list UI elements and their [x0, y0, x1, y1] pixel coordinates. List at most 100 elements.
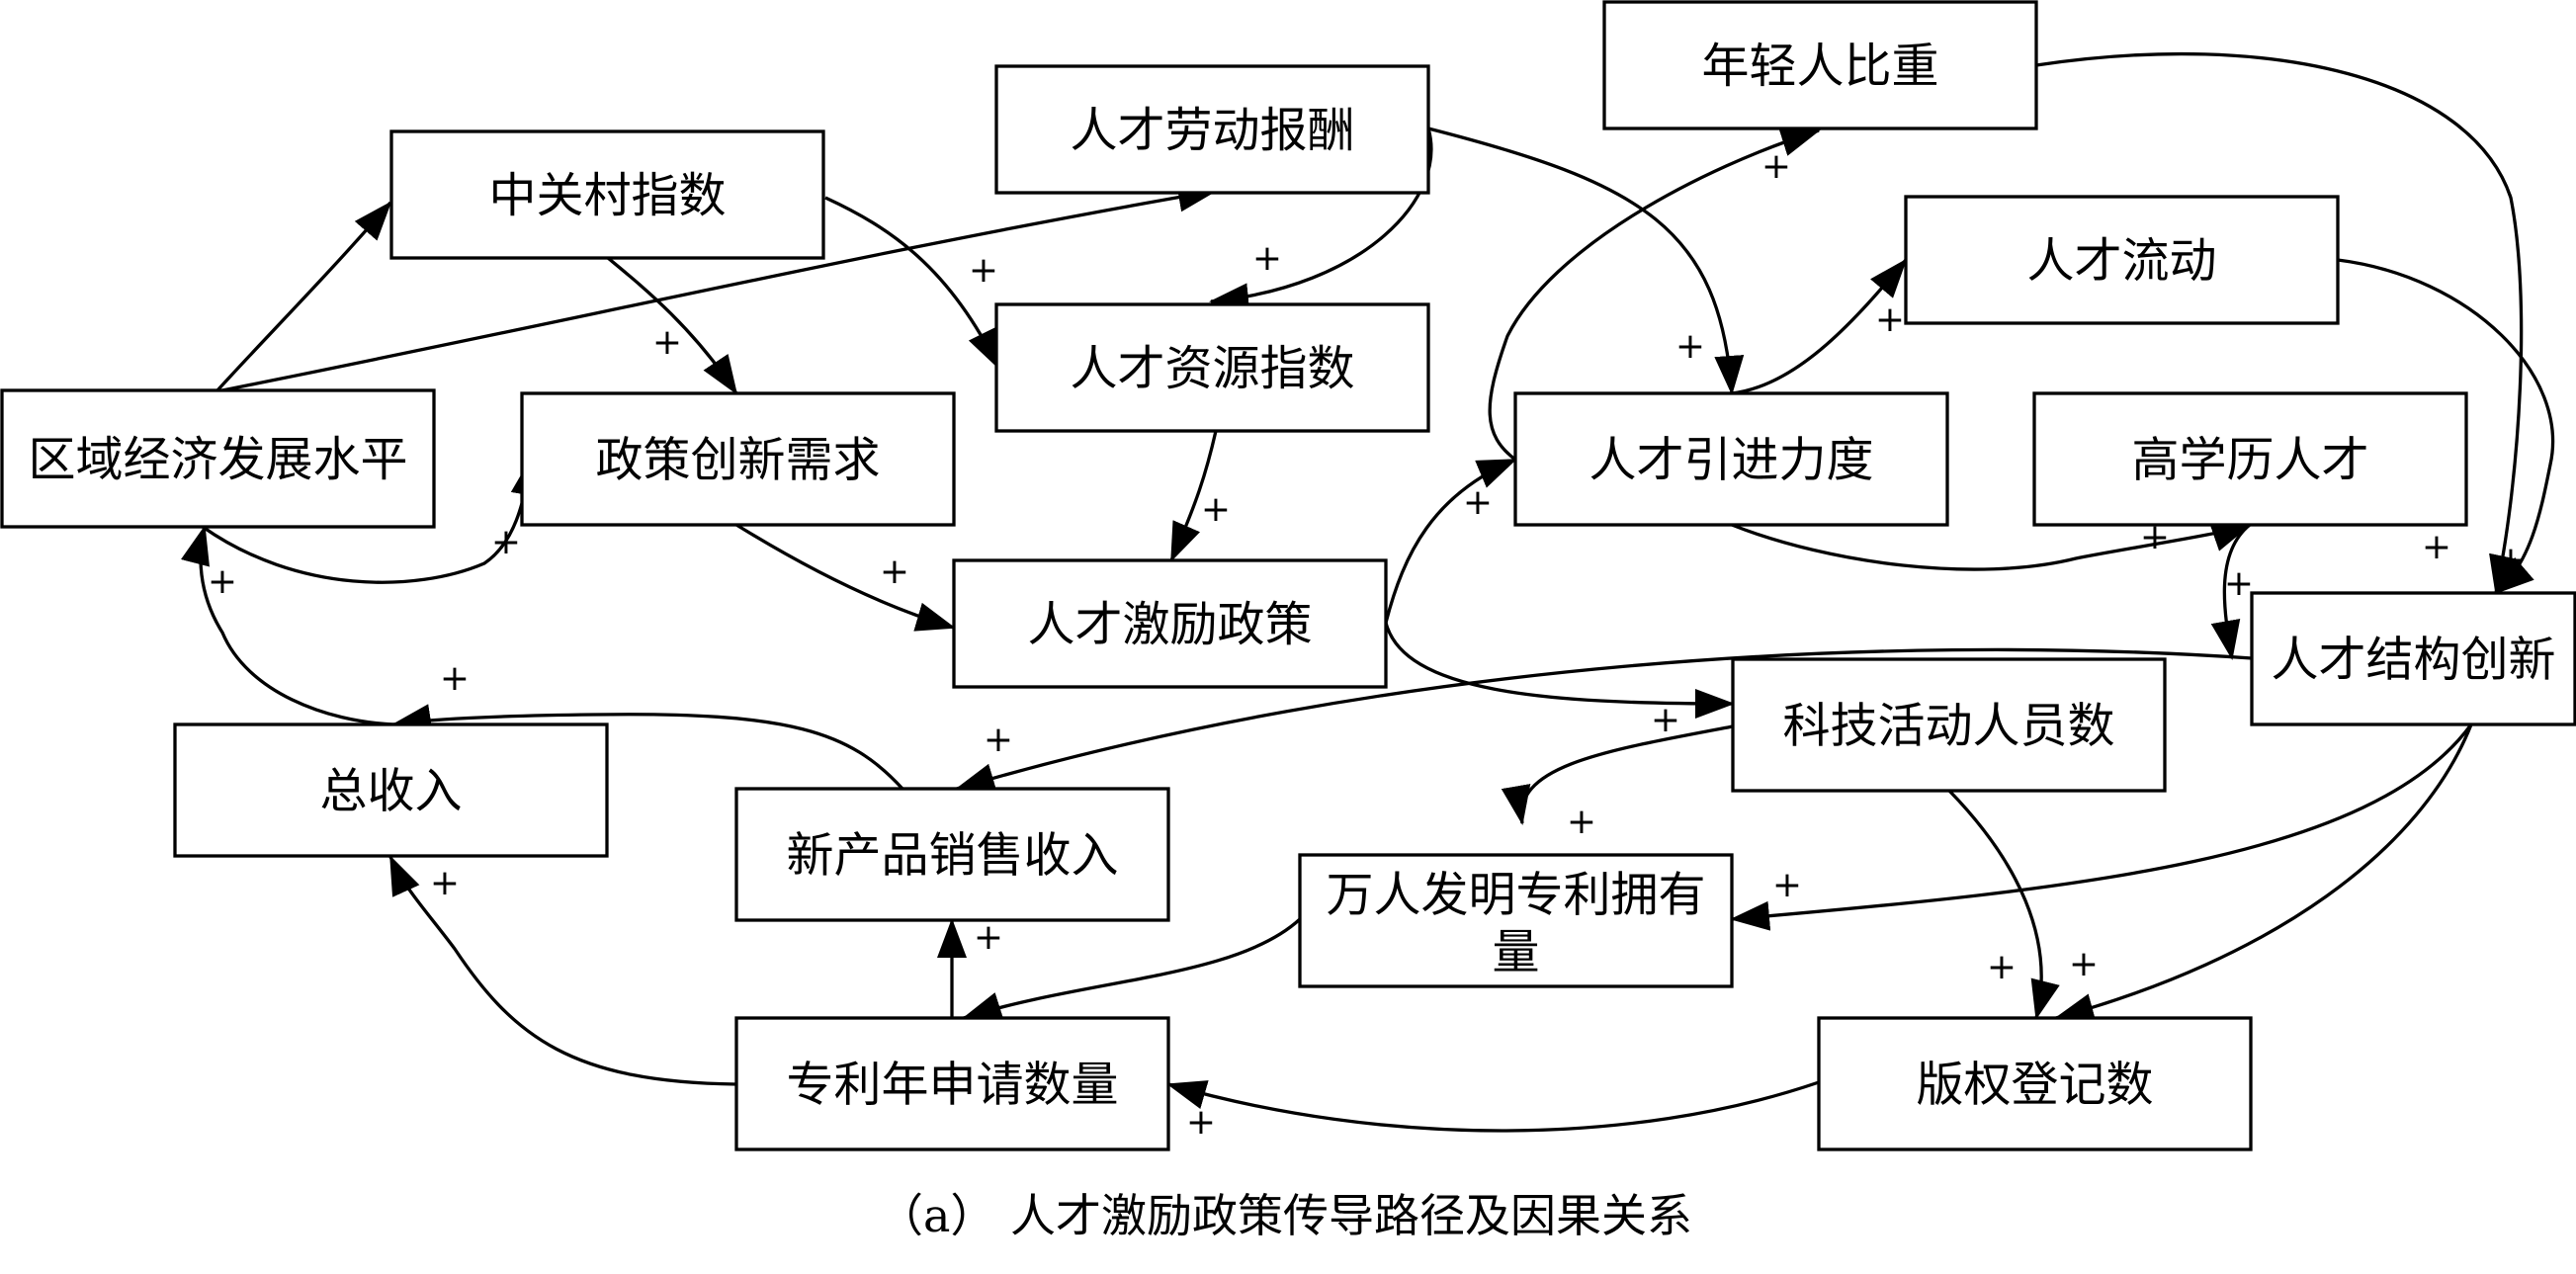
node-box: [0, 388, 436, 529]
edge-zgc-index-to-talent-resource-index: +: [824, 196, 1000, 370]
edge-polarity-sign: +: [974, 917, 1003, 958]
edge-arrow: [1731, 258, 1908, 395]
nodes-layer: 年轻人比重人才劳动报酬中关村指数人才流动人才资源指数区域经济发展水平政策创新需求…: [0, 0, 2576, 1151]
node-zgc-index: 中关村指数: [389, 129, 825, 260]
node-talent-introduction: 人才引进力度: [1513, 391, 1949, 527]
edge-patents-per-10k-to-patent-apps: [962, 917, 1302, 1021]
edge-incentive-policy-to-sci-personnel: +: [1384, 622, 1735, 740]
edge-structure-innovation-to-patents-per-10k: +: [1730, 723, 2473, 931]
edge-polarity-sign: +: [1651, 700, 1680, 740]
node-label: 中关村指数: [488, 168, 726, 223]
edge-arrow: [1166, 1080, 1820, 1133]
edge-polarity-sign: +: [1875, 299, 1905, 340]
edge-arrow: [180, 525, 394, 726]
edge-polarity-sign: +: [440, 658, 470, 699]
edge-polarity-sign: +: [491, 522, 521, 562]
edge-polarity-sign: +: [1761, 146, 1791, 187]
edge-arrow: [606, 256, 738, 395]
edge-arrow: [2337, 258, 2555, 595]
node-label: 人才流动: [2026, 233, 2216, 289]
node-label: 万人发明专利拥有量: [1326, 868, 1705, 980]
edge-polarity-sign: +: [2496, 540, 2526, 580]
edge-polarity-sign: +: [1675, 326, 1705, 367]
edge-arrow: [1384, 458, 1517, 624]
edge-arrow: [955, 647, 2253, 793]
edge-polarity-sign: +: [1772, 865, 1802, 905]
edge-arrow: [1169, 430, 1218, 562]
node-new-product-sales: 新产品销售收入: [734, 787, 1170, 922]
edge-patent-apps-to-total-income: +: [388, 855, 737, 1086]
edges-layer: +++++++++++++++++++++++++: [180, 51, 2555, 1143]
edge-arrow: [962, 917, 1302, 1021]
node-incentive-policy: 人才激励政策: [952, 558, 1388, 689]
edge-talent-pay-to-talent-introduction: +: [1427, 127, 1745, 395]
edge-regional-econ-to-zgc-index: [215, 201, 392, 392]
edge-arrow: [2054, 723, 2473, 1023]
node-box: [734, 1016, 1170, 1151]
node-box: [734, 787, 1170, 922]
edge-incentive-policy-to-talent-introduction: +: [1384, 458, 1517, 624]
edge-talent-resource-index-to-incentive-policy: +: [1169, 430, 1231, 562]
node-talent-flow: 人才流动: [1904, 195, 2340, 325]
edge-arrow: [2035, 51, 2524, 595]
node-box: [1513, 391, 1949, 527]
edge-high-edu-to-structure-innovation: +: [2210, 523, 2254, 660]
node-label: 人才资源指数: [1070, 341, 1354, 396]
edge-polarity-sign: +: [984, 720, 1013, 760]
node-label: 科技活动人员数: [1782, 699, 2114, 754]
edge-arrow: [215, 201, 392, 392]
edge-talent-introduction-to-youth-ratio: +: [1488, 127, 1821, 462]
node-label: 高学历人才: [2131, 433, 2368, 488]
node-sci-personnel: 科技活动人员数: [1731, 657, 2167, 793]
edge-sci-personnel-to-patents-per-10k: +: [1947, 789, 2060, 1020]
node-label: 年轻人比重: [1701, 39, 1938, 94]
node-box: [952, 558, 1388, 689]
edge-arrow: [735, 523, 956, 632]
edge-structure-innovation-to-new-product-sales: +: [955, 647, 2253, 793]
edge-arrow: [1488, 127, 1821, 462]
edge-polarity-sign: +: [652, 322, 682, 363]
edge-polarity-sign: +: [2069, 944, 2099, 984]
node-copyright-reg: 版权登记数: [1817, 1016, 2253, 1151]
edge-polarity-sign: +: [2224, 563, 2254, 604]
node-label: 总收入: [319, 764, 462, 819]
diagram-caption: （a） 人才激励政策传导路径及因果关系: [878, 1189, 1692, 1242]
edge-regional-econ-to-talent-pay: [221, 182, 1218, 392]
node-label: 区域经济发展水平: [28, 432, 407, 487]
edge-talent-introduction-to-talent-flow: +: [1731, 258, 1908, 395]
edge-arrow: [2210, 523, 2252, 660]
node-label: 政策创新需求: [595, 433, 880, 488]
node-label: 新产品销售收入: [786, 828, 1118, 884]
node-box: [173, 722, 609, 858]
node-patent-apps: 专利年申请数量: [734, 1016, 1170, 1151]
edge-arrow: [824, 196, 1000, 370]
node-label: 专利年申请数量: [786, 1058, 1118, 1113]
edge-polarity-sign: +: [969, 250, 998, 291]
edge-arrow: [221, 182, 1218, 392]
edge-arrow: [1501, 724, 1734, 825]
edge-polarity-sign: +: [1186, 1102, 1216, 1143]
node-label: 人才激励政策: [1027, 597, 1312, 652]
node-label: 版权登记数: [1916, 1058, 2153, 1113]
node-policy-innovation: 政策创新需求: [520, 391, 956, 527]
edge-polarity-sign: +: [208, 561, 237, 602]
edge-polarity-sign: +: [1252, 238, 1282, 279]
edge-talent-flow-to-structure-innovation: +: [2337, 258, 2555, 595]
edge-polarity-sign: +: [1987, 947, 2017, 987]
edge-arrow: [391, 704, 904, 791]
node-regional-econ: 区域经济发展水平: [0, 388, 436, 529]
edge-arrow: [388, 855, 737, 1086]
node-box: [994, 302, 1430, 433]
node-box: [1817, 1016, 2253, 1151]
node-box: [389, 129, 825, 260]
edge-youth-ratio-to-structure-innovation: +: [2035, 51, 2524, 595]
edge-arrow: [1427, 127, 1745, 395]
edge-arrow: [1947, 789, 2060, 1020]
node-box: [1602, 0, 2038, 130]
node-box: [994, 64, 1430, 195]
node-label: 人才引进力度: [1589, 433, 1873, 488]
edge-total-income-to-regional-econ: +: [180, 525, 394, 726]
edge-structure-innovation-to-copyright-reg: +: [2054, 723, 2473, 1023]
edge-zgc-index-to-policy-innovation: +: [606, 256, 738, 395]
